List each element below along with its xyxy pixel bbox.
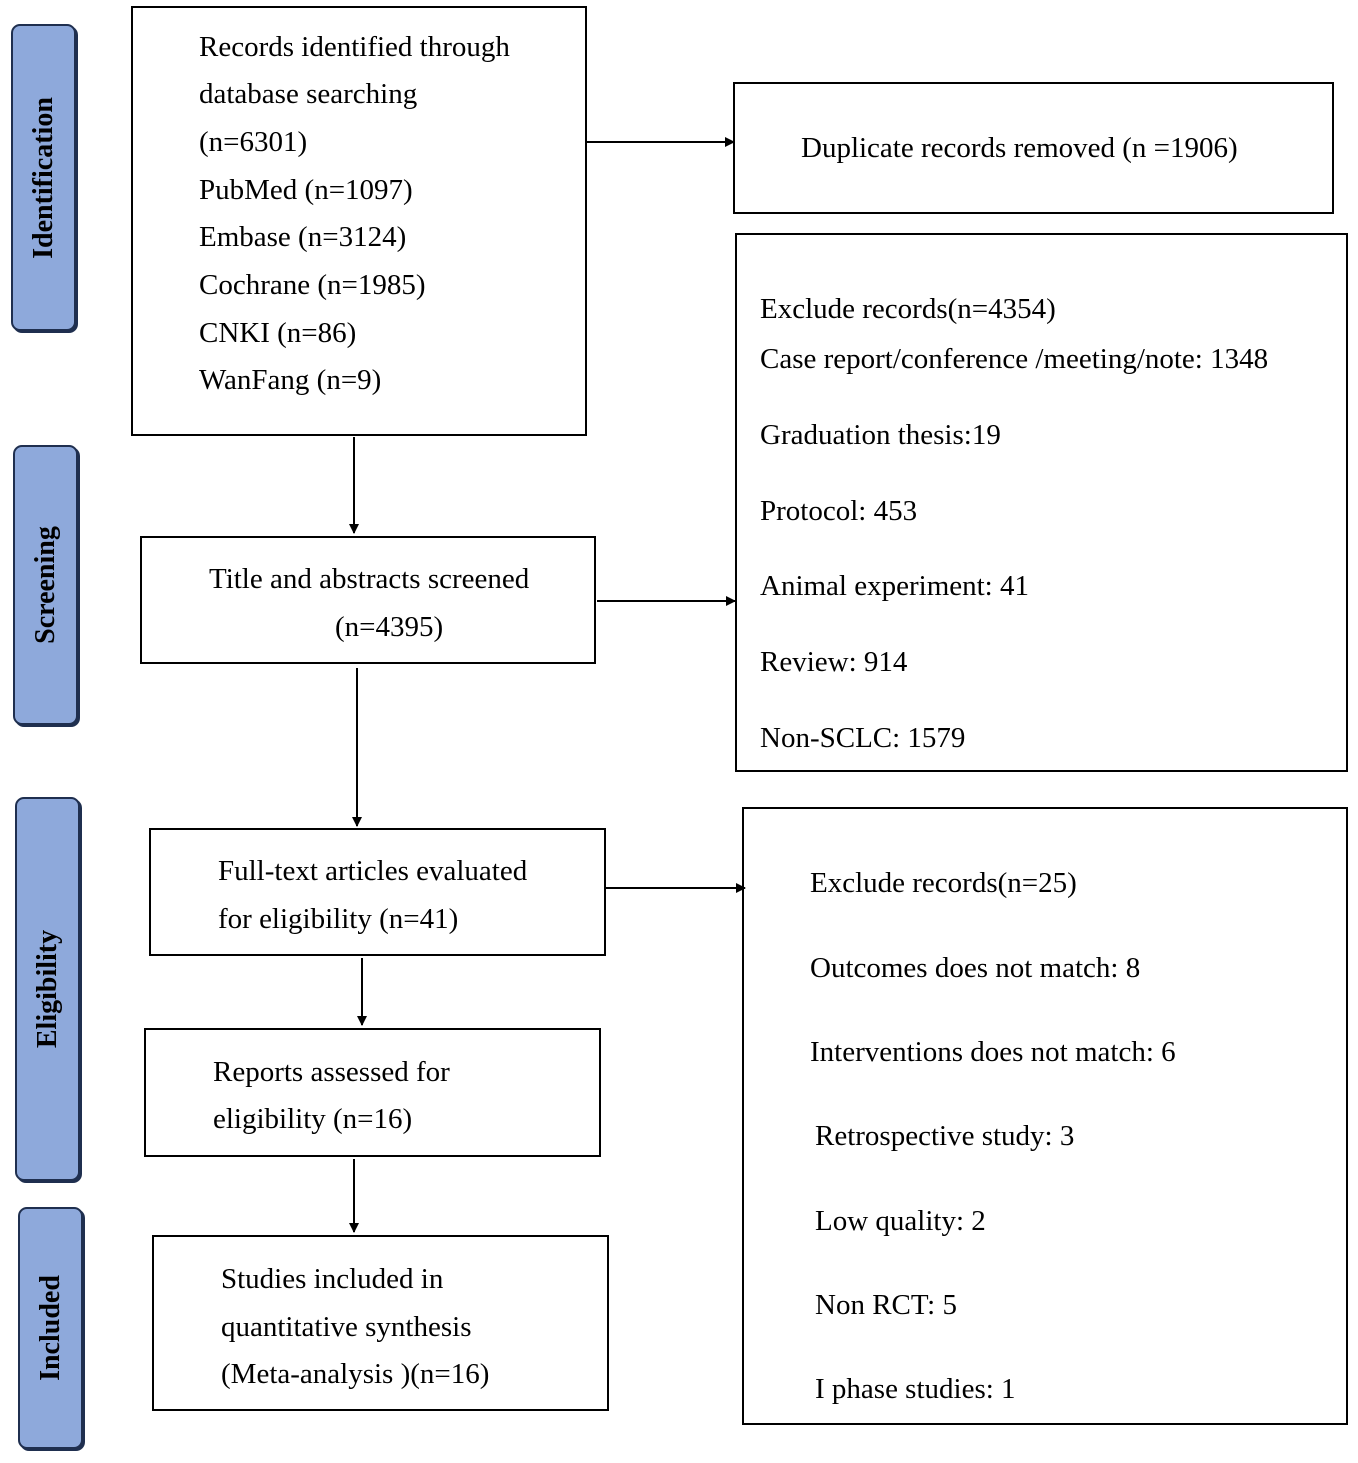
duplicates-text: Duplicate records removed (n =1906): [801, 132, 1238, 164]
eligibility-exclusion-line-5: Low quality: 2: [815, 1205, 986, 1237]
screening-exclusion-line-4: Protocol: 453: [760, 495, 918, 527]
eligibility-exclusion-line-2: Outcomes does not match: 8: [810, 952, 1141, 984]
fulltext-box: Full-text articles evaluated for eligibi…: [149, 828, 606, 956]
identification-line-7: CNKI (n=86): [199, 317, 357, 349]
reports-line-1: Reports assessed for: [213, 1056, 450, 1088]
screening-exclusion-line-5: Animal experiment: 41: [760, 570, 1029, 602]
eligibility-exclusions-box: Exclude records(n=25) Outcomes does not …: [742, 807, 1348, 1425]
identification-line-8: WanFang (n=9): [199, 364, 382, 396]
included-line-2: quantitative synthesis: [221, 1311, 472, 1343]
screening-exclusion-line-7: Non-SCLC: 1579: [760, 722, 966, 754]
identification-line-6: Cochrane (n=1985): [199, 269, 426, 301]
eligibility-exclusion-line-1: Exclude records(n=25): [810, 867, 1077, 899]
phase-included: Included: [18, 1207, 83, 1449]
phase-identification: Identification: [11, 24, 76, 331]
identification-line-5: Embase (n=3124): [199, 221, 407, 253]
screening-exclusions-box: Exclude records(n=4354) Case report/conf…: [735, 233, 1348, 772]
screening-line-1: Title and abstracts screened: [209, 563, 530, 595]
identification-line-1: Records identified through: [199, 31, 510, 63]
eligibility-exclusion-line-6: Non RCT: 5: [815, 1289, 957, 1321]
duplicates-box: Duplicate records removed (n =1906): [733, 82, 1334, 214]
identification-line-2: database searching: [199, 78, 418, 110]
screening-exclusion-line-3: Graduation thesis:19: [760, 419, 1001, 451]
reports-line-2: eligibility (n=16): [213, 1103, 413, 1135]
identification-line-4: PubMed (n=1097): [199, 174, 413, 206]
screening-exclusion-line-6: Review: 914: [760, 646, 908, 678]
reports-box: Reports assessed for eligibility (n=16): [144, 1028, 601, 1157]
eligibility-exclusion-line-4: Retrospective study: 3: [815, 1120, 1075, 1152]
phase-eligibility: Eligibility: [15, 797, 80, 1181]
screening-box: Title and abstracts screened (n=4395): [140, 536, 596, 664]
fulltext-line-1: Full-text articles evaluated: [218, 855, 528, 887]
screening-exclusion-line-2: Case report/conference /meeting/note: 13…: [760, 343, 1269, 375]
included-line-1: Studies included in: [221, 1263, 444, 1295]
phase-screening: Screening: [13, 445, 78, 725]
included-box: Studies included in quantitative synthes…: [152, 1235, 609, 1411]
included-line-3: (Meta-analysis )(n=16): [221, 1358, 490, 1390]
eligibility-exclusion-line-7: I phase studies: 1: [815, 1373, 1016, 1405]
fulltext-line-2: for eligibility (n=41): [218, 903, 459, 935]
eligibility-exclusion-line-3: Interventions does not match: 6: [810, 1036, 1176, 1068]
identification-box: Records identified through database sear…: [131, 6, 587, 436]
screening-line-2: (n=4395): [335, 611, 444, 643]
identification-line-3: (n=6301): [199, 126, 308, 158]
screening-exclusion-line-1: Exclude records(n=4354): [760, 293, 1056, 325]
